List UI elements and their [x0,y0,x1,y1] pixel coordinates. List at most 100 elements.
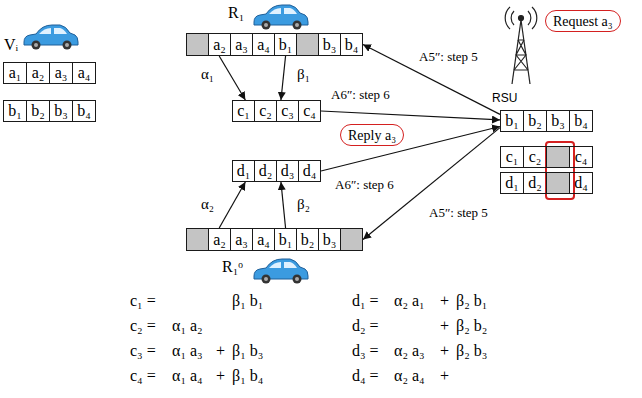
rsu-tower [505,7,537,84]
packet-cell: b₃ [49,100,73,122]
tag-text: Reply a₃ [348,128,396,143]
packet-cell: b₁ [500,110,524,132]
packet-cell: b₄ [569,110,593,132]
packet-row: a₂a₃a₄b₁ b₃b₄ [186,33,363,56]
equation-term: c₁ = [130,292,156,310]
equation-term: + [440,317,449,335]
equation-term: d₃ = [352,342,379,360]
packet-cell: b₁ [274,33,297,56]
equation-term: α₂ a₁ [394,292,425,310]
equation-term: c₃ = [130,342,156,360]
packet-cell: d₁ [232,160,255,182]
packet-cell: d₂ [254,160,277,182]
equation-term: α₁ a₄ [172,367,203,385]
packet-cell: d₁ [500,172,524,194]
packet-cell: b₄ [340,33,363,56]
packet-cell: c₄ [569,146,593,168]
vehicle-label: R₁ᵒ [222,258,243,276]
edge-label: A6″: step 6 [330,88,391,102]
packet-cell: a₃ [230,33,253,56]
packet-cell: a₃ [49,62,73,84]
empty-slot [546,172,570,194]
packet-cell: b₂ [26,100,50,122]
packet-cell: b₂ [296,228,319,251]
edge-label: A6″: step 6 [334,178,395,192]
flow-arrow [281,56,286,100]
packet-row: b₁b₂b₃b₄ [500,110,593,132]
packet-row: c₁c₂c₃c₄ [232,100,321,122]
packet-cell: b₄ [72,100,96,122]
packet-row: c₁c₂c₄ [500,146,593,168]
equation-term: α₂ a₃ [394,342,425,360]
packet-cell: c₂ [523,146,547,168]
vehicle-icon [254,259,308,284]
packet-cell: b₁ [274,228,297,251]
empty-slot [186,33,209,56]
packet-row: a₁a₂a₃a₄ [3,62,96,84]
packet-cell: a₂ [208,228,231,251]
equation-term: α₁ a₃ [172,342,203,360]
packet-cell: b₂ [523,110,547,132]
flow-arrow [363,45,500,115]
empty-slot [186,228,209,251]
vehicle-icon [254,5,308,30]
packet-row: b₁b₂b₃b₄ [3,100,96,122]
vehicle-label: R₁ [228,4,244,22]
equation-term: + [216,342,225,360]
packet-cell: a₃ [230,228,253,251]
equation-term: β₁ b₃ [232,342,263,360]
packet-cell: b₃ [318,33,341,56]
packet-cell: a₂ [26,62,50,84]
empty-slot [296,33,319,56]
rsu-label: RSU [492,92,517,105]
packet-cell: b₃ [546,110,570,132]
packet-cell: a₄ [252,33,275,56]
equation-term: d₄ = [352,367,379,385]
packet-cell: a₁ [3,62,27,84]
edge-label: A5″: step 5 [428,206,489,220]
packet-row: d₁d₂ d₄ [500,172,593,194]
equation-term: + [440,367,449,385]
equation-term: c₂ = [130,317,156,335]
equation-term: β₂ b₂ [456,317,487,335]
vehicle-label: Vᵢ [4,36,18,54]
packet-cell: c₂ [254,100,277,122]
packet-cell: a₂ [208,33,231,56]
packet-cell: d₂ [523,172,547,194]
packet-cell: d₃ [276,160,299,182]
message-tag: Reply a₃ [340,124,404,146]
packet-cell: c₃ [276,100,299,122]
equation-term: + [216,367,225,385]
equation-term: + [440,342,449,360]
equation-term: β₂ b₃ [456,342,487,360]
flow-arrow [321,111,500,120]
edge-label: α₁ [200,66,215,83]
flow-arrow [281,182,286,228]
equation-term: α₁ a₂ [172,317,203,335]
tag-text: Request a₃ [553,14,613,29]
packet-cell: d₄ [298,160,321,182]
edge-label: β₂ [296,196,311,213]
packet-cell: a₄ [72,62,96,84]
equation-term: d₂ = [352,317,379,335]
equation-term: β₂ b₁ [456,292,487,310]
packet-cell: d₄ [569,172,593,194]
packet-cell: a₄ [252,228,275,251]
packet-cell: c₁ [232,100,255,122]
packet-cell: b₃ [318,228,341,251]
empty-slot [340,228,363,251]
edge-label: α₂ [200,196,215,213]
equation-term: β₁ b₁ [232,292,263,310]
message-tag: Request a₃ [545,10,621,32]
edge-label: A5″: step 5 [418,50,479,64]
equation-term: α₂ a₄ [394,367,425,385]
edge-label: β₁ [296,66,311,83]
flow-arrow [219,56,245,100]
equation-term: c₄ = [130,367,156,385]
packet-row: a₂a₃a₄b₁b₂b₃ [186,228,363,251]
flow-arrow [219,182,245,228]
